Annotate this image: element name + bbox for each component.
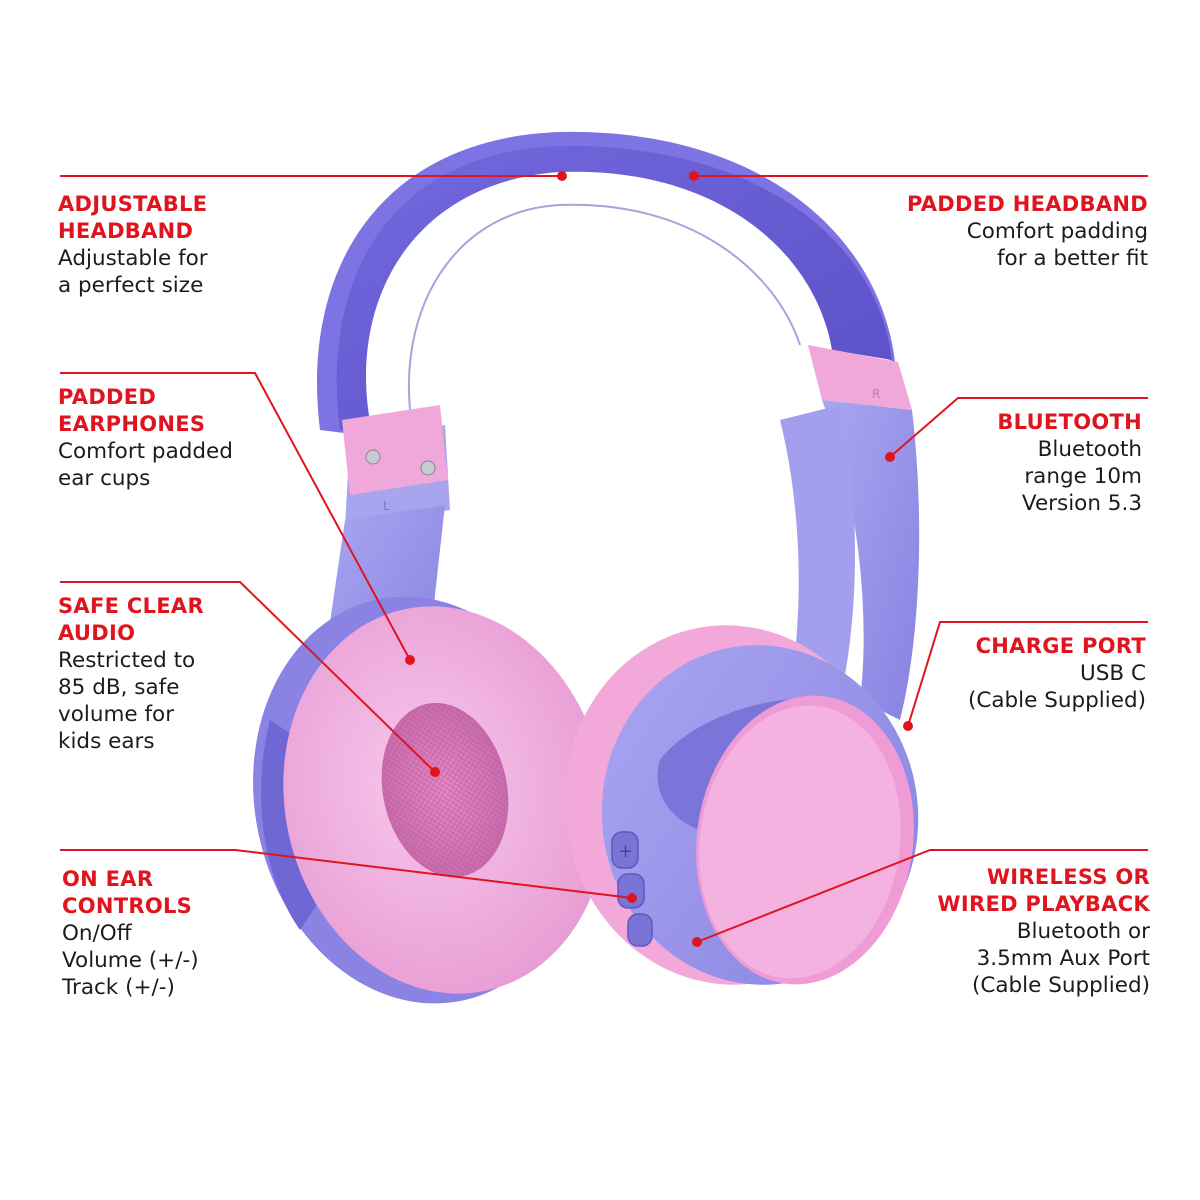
callout-title: SAFE CLEAR AUDIO	[58, 594, 204, 645]
right-slider: R	[780, 345, 920, 720]
callout-lines	[60, 175, 1148, 943]
callout-title: ON EAR CONTROLS	[62, 867, 193, 918]
callout-title: PADDED HEADBAND	[906, 192, 1148, 216]
callout-dots	[405, 171, 913, 947]
callout-title: PADDED EARPHONES	[58, 385, 206, 436]
callout-padded-earphones: PADDED EARPHONES Comfort padded ear cups	[58, 384, 358, 492]
left-side-mark: L	[383, 499, 390, 513]
right-ear-cup: +	[564, 625, 919, 985]
callout-wireless-wired: WIRELESS OR WIRED PLAYBACK Bluetooth or …	[850, 864, 1150, 999]
callout-adjustable-headband: ADJUSTABLE HEADBAND Adjustable for a per…	[58, 191, 358, 299]
callout-title: CHARGE PORT	[975, 634, 1146, 658]
callout-bluetooth: BLUETOOTH Bluetooth range 10m Version 5.…	[842, 409, 1142, 517]
callout-desc: Restricted to 85 dB, safe volume for kid…	[58, 648, 196, 754]
callout-desc: On/Off Volume (+/-) Track (+/-)	[62, 921, 199, 1000]
headband	[317, 131, 895, 435]
callout-safe-clear-audio: SAFE CLEAR AUDIO Restricted to 85 dB, sa…	[58, 593, 358, 755]
callout-charge-port: CHARGE PORT USB C (Cable Supplied)	[846, 633, 1146, 714]
callout-on-ear-controls: ON EAR CONTROLS On/Off Volume (+/-) Trac…	[62, 866, 362, 1001]
svg-text:+: +	[618, 841, 633, 862]
callout-title: WIRELESS OR WIRED PLAYBACK	[937, 865, 1150, 916]
callout-desc: Bluetooth or 3.5mm Aux Port (Cable Suppl…	[971, 919, 1150, 998]
callout-desc: Comfort padded ear cups	[58, 439, 233, 491]
callout-desc: Adjustable for a perfect size	[58, 246, 208, 298]
callout-title: ADJUSTABLE HEADBAND	[58, 192, 208, 243]
callout-desc: Bluetooth range 10m Version 5.3	[1021, 437, 1142, 516]
callout-desc: USB C (Cable Supplied)	[967, 661, 1146, 713]
right-side-mark: R	[872, 387, 880, 401]
callout-padded-headband: PADDED HEADBAND Comfort padding for a be…	[848, 191, 1148, 272]
callout-title: BLUETOOTH	[997, 410, 1142, 434]
callout-desc: Comfort padding for a better fit	[966, 219, 1148, 271]
